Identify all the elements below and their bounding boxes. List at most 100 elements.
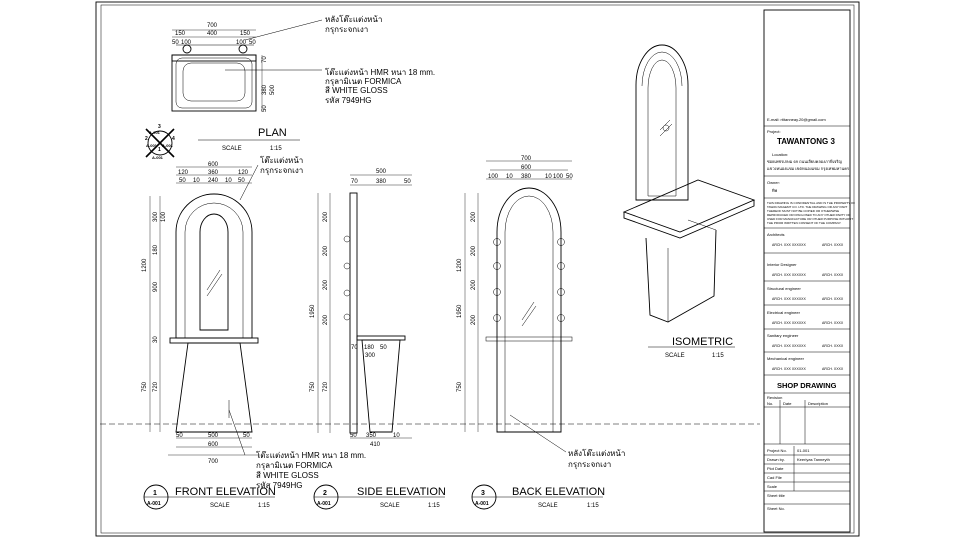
svg-text:700: 700 [208, 459, 219, 465]
role-mechanical: Mechanical engineer ARCH. XXX XXXXXX ARC… [764, 356, 850, 376]
side-elevation-title: SIDE ELEVATION [357, 486, 446, 498]
svg-text:A-001: A-001 [317, 501, 331, 507]
svg-text:ARCH. XXX XXXXXX: ARCH. XXX XXXXXX [772, 273, 807, 277]
svg-text:10: 10 [193, 178, 200, 184]
svg-text:50: 50 [172, 40, 179, 46]
svg-text:Electrical engineer: Electrical engineer [767, 310, 801, 315]
svg-text:Sheet title: Sheet title [767, 493, 786, 498]
svg-text:Cad File: Cad File [767, 475, 783, 480]
svg-text:100: 100 [553, 174, 564, 180]
svg-text:โต๊ะแต่งหน้า HMR หนา 18 mm.: โต๊ะแต่งหน้า HMR หนา 18 mm. [256, 450, 366, 460]
svg-text:รหัส 7949HG: รหัส 7949HG [325, 96, 371, 105]
svg-text:Interior Designer: Interior Designer [767, 262, 797, 267]
svg-text:A-001: A-001 [146, 143, 158, 148]
svg-text:360: 360 [208, 170, 219, 176]
svg-text:Description: Description [808, 401, 828, 406]
svg-text:70: 70 [351, 179, 358, 185]
svg-text:1:15: 1:15 [270, 146, 282, 152]
svg-text:200: 200 [471, 314, 477, 325]
role-architects: Architects ARCH. XXX XXXXXX ARCH. XXXX [764, 232, 850, 254]
svg-text:SCALE: SCALE [210, 503, 230, 509]
svg-text:700: 700 [207, 23, 218, 29]
svg-text:10: 10 [506, 174, 513, 180]
svg-text:1200: 1200 [457, 258, 463, 272]
role-sanitary: Sanitary engineer ARCH. XXX XXXXXX ARCH.… [764, 333, 850, 353]
svg-text:SCALE: SCALE [538, 503, 558, 509]
svg-text:TAWAN MAGEMT CO. LTD. THE DRAW: TAWAN MAGEMT CO. LTD. THE DRAWING OR ANY… [767, 205, 847, 209]
svg-text:750: 750 [310, 381, 316, 392]
svg-text:Sanitary engineer: Sanitary engineer [767, 333, 799, 338]
svg-text:โต๊ะแต่งหน้า: โต๊ะแต่งหน้า [260, 155, 303, 165]
svg-text:Structural engineer: Structural engineer [767, 286, 801, 291]
svg-text:50: 50 [179, 178, 186, 184]
svg-text:1:15: 1:15 [258, 503, 270, 509]
svg-text:300: 300 [153, 211, 159, 222]
role-electrical: Electrical engineer ARCH. XXX XXXXXX ARC… [764, 310, 850, 330]
svg-text:50: 50 [350, 433, 357, 439]
svg-text:1950: 1950 [310, 304, 316, 318]
svg-text:ทิพ: ทิพ [772, 188, 778, 193]
svg-text:ARCH. XXXX: ARCH. XXXX [822, 321, 844, 325]
svg-text:10: 10 [393, 433, 400, 439]
svg-text:600: 600 [208, 442, 219, 448]
svg-text:200: 200 [471, 279, 477, 290]
svg-text:900: 900 [153, 281, 159, 292]
svg-text:กรุลามิเนต FORMICA: กรุลามิเนต FORMICA [256, 461, 333, 470]
plan-view: 700 150 400 150 50 100 100 50 70 380 500… [171, 14, 435, 152]
svg-text:หลังโต๊ะแต่งหน้า: หลังโต๊ะแต่งหน้า [325, 14, 382, 24]
svg-text:600: 600 [208, 162, 219, 168]
svg-text:180: 180 [364, 345, 375, 351]
svg-text:750: 750 [457, 381, 463, 392]
svg-text:กรุกระจกเงา: กรุกระจกเงา [568, 460, 611, 469]
back-elevation: 700 600 100 10 380 10 100 50 1200 1950 2… [457, 156, 625, 510]
svg-text:50: 50 [243, 433, 250, 439]
svg-text:400: 400 [207, 31, 218, 37]
plan-title: PLAN [258, 127, 287, 139]
front-elevation-title: FRONT ELEVATION [175, 486, 276, 498]
svg-text:A-001: A-001 [475, 501, 489, 507]
svg-text:240: 240 [208, 178, 219, 184]
svg-text:ARCH. XXX XXXXXX: ARCH. XXX XXXXXX [772, 367, 807, 371]
svg-text:3: 3 [481, 490, 485, 497]
svg-text:500: 500 [208, 433, 219, 439]
svg-text:Scale: Scale [767, 484, 778, 489]
svg-text:300: 300 [365, 353, 376, 359]
svg-text:ARCH. XXX XXXXXX: ARCH. XXX XXXXXX [772, 321, 807, 325]
svg-text:1: 1 [153, 490, 157, 497]
svg-text:No.: No. [767, 401, 773, 406]
svg-text:50: 50 [262, 105, 268, 112]
svg-text:REPRODUCED OR DISCLOSED TO ANY: REPRODUCED OR DISCLOSED TO ANY OTHER PAR… [767, 213, 852, 217]
svg-text:3: 3 [158, 124, 161, 130]
svg-text:380: 380 [376, 179, 387, 185]
svg-text:ARCH. XXX XXXXXX: ARCH. XXX XXXXXX [772, 344, 807, 348]
svg-text:กรุกระจกเงา: กรุกระจกเงา [325, 25, 368, 34]
svg-text:USED FOR MANUFACTURE OR OTHER: USED FOR MANUFACTURE OR OTHER PURPOSE WI… [767, 217, 853, 221]
svg-text:รหัส 7949HG: รหัส 7949HG [256, 481, 302, 490]
svg-text:150: 150 [240, 31, 251, 37]
svg-text:01-001: 01-001 [797, 448, 810, 453]
svg-text:Project:: Project: [767, 129, 781, 134]
svg-text:100: 100 [181, 40, 192, 46]
svg-text:THEREOF MUST NOT BE COPIED OR: THEREOF MUST NOT BE COPIED OR OTHERWISE [767, 209, 839, 213]
svg-text:Architects: Architects [767, 232, 785, 237]
svg-text:720: 720 [323, 381, 329, 392]
svg-text:4: 4 [172, 136, 175, 142]
svg-text:แขวงหนองแขม เขตหนองแขม กรุงเทพ: แขวงหนองแขม เขตหนองแขม กรุงเทพมหานคร [767, 166, 850, 172]
svg-text:380: 380 [521, 174, 532, 180]
svg-text:THIS DRAWING IS CONFIDENTIAL A: THIS DRAWING IS CONFIDENTIAL AND IS THE … [767, 201, 855, 205]
inner-border [100, 4, 855, 534]
svg-text:200: 200 [471, 245, 477, 256]
svg-text:Sheet No.: Sheet No. [767, 506, 785, 511]
svg-text:Revision: Revision [767, 395, 782, 400]
svg-text:Date: Date [783, 401, 792, 406]
svg-text:Mechanical engineer: Mechanical engineer [767, 356, 805, 361]
svg-text:A-001: A-001 [162, 143, 174, 148]
isometric-title: ISOMETRIC [672, 336, 733, 348]
svg-text:1:15: 1:15 [712, 353, 724, 359]
svg-text:50: 50 [404, 179, 411, 185]
svg-text:600: 600 [521, 165, 532, 171]
svg-text:100: 100 [236, 40, 247, 46]
svg-text:100: 100 [488, 174, 499, 180]
svg-text:ARCH. XXXX: ARCH. XXXX [822, 367, 844, 371]
svg-text:70: 70 [262, 56, 268, 63]
